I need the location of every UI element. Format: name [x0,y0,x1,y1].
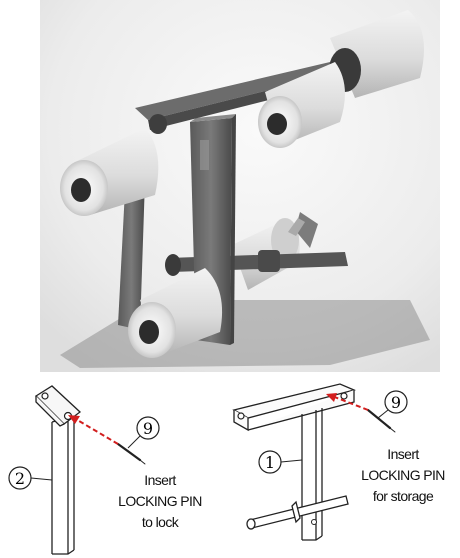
storage-detail-drawing: 9 1 [232,383,408,541]
lock-detail-drawing: 9 2 [8,385,160,555]
callout-9-left-circle [136,416,160,440]
angled-leg-tube [118,180,145,330]
callout-9-left: 9 [143,419,153,438]
crossbar-hole-storage [340,392,348,400]
callout-9-right-circle [384,390,408,414]
lock-note-line3: to lock [141,514,179,530]
part-1-tube [301,408,323,541]
lock-note-line1: Insert [144,472,176,488]
storage-instruction: Insert LOCKING PIN for storage [348,444,458,507]
crossbar-hole-end [237,412,245,420]
part-2-tube [51,413,75,555]
callout-1-leader [280,459,303,463]
insert-arrow-left [68,415,119,445]
upper-right-roller [258,10,424,148]
storage-lower-bar [246,495,349,530]
lock-instruction: Insert LOCKING PIN to lock [95,470,225,533]
locking-pin-left [116,442,146,465]
storage-note-line1: Insert [387,446,419,462]
lock-note-line2: LOCKING PIN [118,493,202,509]
callout-9-left-leader [127,435,141,449]
bracket-hole-top [41,392,49,400]
storage-detail: 9 1 Insert LOCKING PIN for storage [230,372,460,558]
locking-pin-right [366,408,396,433]
callout-1: 1 [265,453,275,472]
callout-9-right-leader [377,409,389,419]
upper-left-roller [60,128,159,216]
insert-arrow-right [326,393,369,411]
storage-note-line3: for storage [372,488,434,504]
storage-crossbar [232,383,356,432]
storage-note-line2: LOCKING PIN [361,467,445,483]
tube-hole [311,519,317,525]
lock-detail: 9 2 Insert LOCKING PIN to lock [0,372,230,558]
callout-2-leader [30,477,53,481]
lower-front-roller [128,268,223,358]
leg-attachment-render [40,0,440,372]
callout-9-right: 9 [391,393,401,412]
callout-2: 2 [15,469,25,488]
render-drawing [40,0,440,372]
